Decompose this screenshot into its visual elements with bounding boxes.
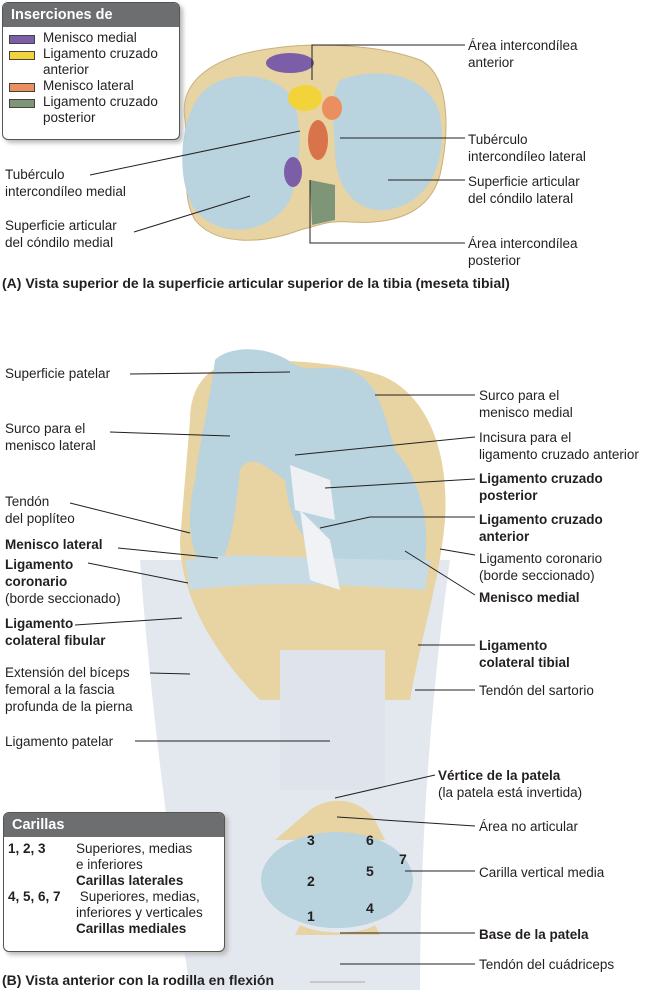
legend-insertions-title: Inserciones de	[3, 3, 179, 27]
swatch-green	[9, 99, 35, 108]
facet-number-6: 6	[366, 832, 374, 848]
swatch-purple	[9, 35, 35, 44]
label-carilla-vertical-media: Carilla vertical media	[479, 865, 605, 880]
label-ligamento-coronario-right: Ligamento coronario(borde seccionado)	[479, 551, 603, 583]
legend-item-menisco-lateral: Menisco lateral	[3, 78, 179, 94]
legend-facets-title: Carillas	[4, 813, 224, 837]
label-menisco-lateral: Menisco lateral	[5, 537, 103, 552]
swatch-orange	[9, 83, 35, 92]
label-tendon-sartorio: Tendón del sartorio	[479, 683, 594, 698]
caption-view-a: (A) Vista superior de la superficie arti…	[2, 275, 510, 291]
label-ligamento-patelar: Ligamento patelar	[5, 734, 114, 749]
label-area-no-articular: Área no articular	[479, 819, 579, 834]
tibial-plateau-illustration	[182, 44, 447, 241]
swatch-yellow	[9, 51, 35, 60]
label-superficie-patelar: Superficie patelar	[5, 366, 111, 381]
facet-number-2: 2	[307, 873, 315, 889]
facet-number-4: 4	[366, 900, 374, 916]
facet-row-medial: 4, 5, 6, 7 Superiores, medias,inferiores…	[8, 889, 203, 936]
facet-number-5: 5	[366, 863, 374, 879]
facet-number-7: 7	[399, 851, 407, 867]
facet-number-1: 1	[307, 908, 315, 924]
label-vertice-patela: Vértice de la patela(la patela está inve…	[438, 768, 583, 800]
label-menisco-medial: Menisco medial	[479, 590, 580, 605]
facet-number-3: 3	[307, 832, 315, 848]
label-base-patela: Base de la patela	[479, 927, 589, 942]
label-tendon-cuadriceps: Tendón del cuádriceps	[479, 957, 615, 972]
legend-item-menisco-medial: Menisco medial	[3, 30, 179, 46]
caption-view-b: (B) Vista anterior con la rodilla en fle…	[2, 972, 275, 988]
legend-insertions: Inserciones de Menisco medial Ligamento …	[2, 2, 180, 140]
